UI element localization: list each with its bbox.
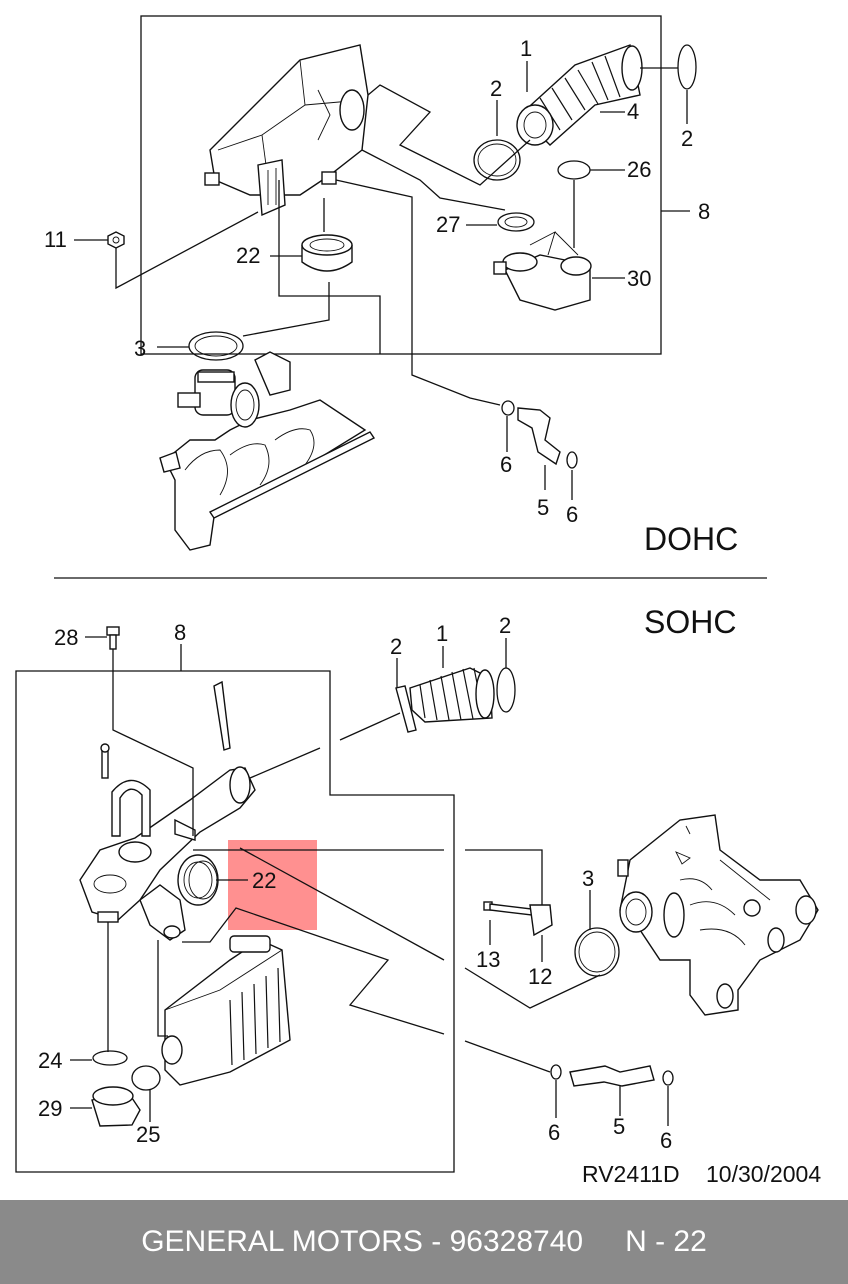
- sohc-section: SOHC: [15, 604, 821, 1187]
- clamp-2-right: [677, 44, 697, 90]
- callout-3: 3: [582, 866, 594, 891]
- sohc-intake-manifold: [617, 814, 819, 1016]
- dohc-leaders: [74, 61, 690, 500]
- sohc-lower-parts: [91, 1050, 161, 1127]
- dohc-callouts: 1 2 2 4 26 8 11 22 27 30 3 6 5 6: [44, 36, 710, 527]
- section-label-sohc: SOHC: [644, 604, 736, 640]
- callout-1: 1: [436, 621, 448, 646]
- clamp-3-sohc: [574, 927, 620, 977]
- reference-code: RV2411D: [582, 1161, 680, 1187]
- bolt-28: [106, 626, 120, 650]
- section-label-dohc: DOHC: [644, 521, 738, 557]
- callout-6: 6: [566, 502, 578, 527]
- sohc-callouts: 28 8 2 1 2 22 3 13 12 24 29 25 6 5 6: [38, 613, 672, 1153]
- callout-5: 5: [613, 1114, 625, 1139]
- sohc-upper-duct: [79, 743, 256, 941]
- dohc-elbow-30: [493, 231, 592, 311]
- callout-4: 4: [627, 99, 639, 124]
- callout-6: 6: [500, 452, 512, 477]
- callout-13: 13: [476, 947, 500, 972]
- callout-2: 2: [490, 76, 502, 101]
- dohc-section: 1 2 2 4 26 8 11 22 27 30 3 6 5 6 DOHC: [44, 15, 738, 557]
- callout-30: 30: [627, 266, 651, 291]
- callout-8: 8: [698, 199, 710, 224]
- sohc-frame: [15, 670, 455, 1173]
- footer-bar: GENERAL MOTORS - 96328740 N - 22: [0, 1200, 848, 1284]
- callout-22: 22: [236, 243, 260, 268]
- sohc-hose-5: [550, 1064, 674, 1087]
- callout-28: 28: [54, 625, 78, 650]
- callout-6: 6: [660, 1128, 672, 1153]
- sohc-bolt-bracket: [483, 901, 620, 977]
- clamp-24: [92, 1050, 128, 1066]
- gasket-27: [497, 212, 535, 232]
- dohc-intake-hose: [516, 44, 643, 146]
- callout-26: 26: [627, 157, 651, 182]
- callout-22: 22: [252, 868, 276, 893]
- clamp-2-sohc: [496, 667, 516, 713]
- footer-part-number: 96328740: [449, 1225, 584, 1258]
- nut-11: [107, 231, 125, 249]
- callout-29: 29: [38, 1096, 62, 1121]
- callout-11: 11: [44, 227, 67, 252]
- dohc-resonator-22: [301, 234, 353, 272]
- callout-2: 2: [390, 634, 402, 659]
- clamp-25: [131, 1065, 161, 1091]
- clamp-26: [557, 160, 591, 180]
- clamp-3-dohc: [188, 331, 244, 361]
- callout-24: 24: [38, 1048, 62, 1073]
- parts-diagram: 1 2 2 4 26 8 11 22 27 30 3 6 5 6 DOHC SO…: [15, 15, 821, 1187]
- clamp-2-left: [473, 139, 521, 181]
- sohc-leaders: [70, 636, 669, 1126]
- sohc-resonator-22: [177, 854, 219, 906]
- dohc-clamps: [188, 44, 697, 361]
- air-cleaner-housing: [204, 44, 369, 217]
- dohc-hose-5: [501, 400, 578, 469]
- highlight-part-22: [228, 840, 317, 930]
- callout-6: 6: [548, 1120, 560, 1145]
- callout-12: 12: [528, 964, 552, 989]
- footer-manufacturer: GENERAL MOTORS: [141, 1225, 423, 1258]
- callout-1: 1: [520, 36, 532, 61]
- dohc-intake-manifold: [159, 351, 376, 551]
- callout-2: 2: [681, 126, 693, 151]
- callout-2: 2: [499, 613, 511, 638]
- sohc-air-cleaner: [161, 935, 291, 1086]
- callout-8: 8: [174, 620, 186, 645]
- sohc-intake-hose: [395, 667, 516, 733]
- reference-date: 10/30/2004: [706, 1161, 821, 1187]
- footer-position: N - 22: [625, 1225, 707, 1258]
- callout-27: 27: [436, 212, 460, 237]
- callout-25: 25: [136, 1122, 160, 1147]
- sohc-vent-hose: [213, 680, 231, 751]
- dohc-frame: [140, 15, 662, 355]
- callout-3: 3: [134, 336, 146, 361]
- callout-5: 5: [537, 495, 549, 520]
- footer-separator: -: [431, 1225, 442, 1258]
